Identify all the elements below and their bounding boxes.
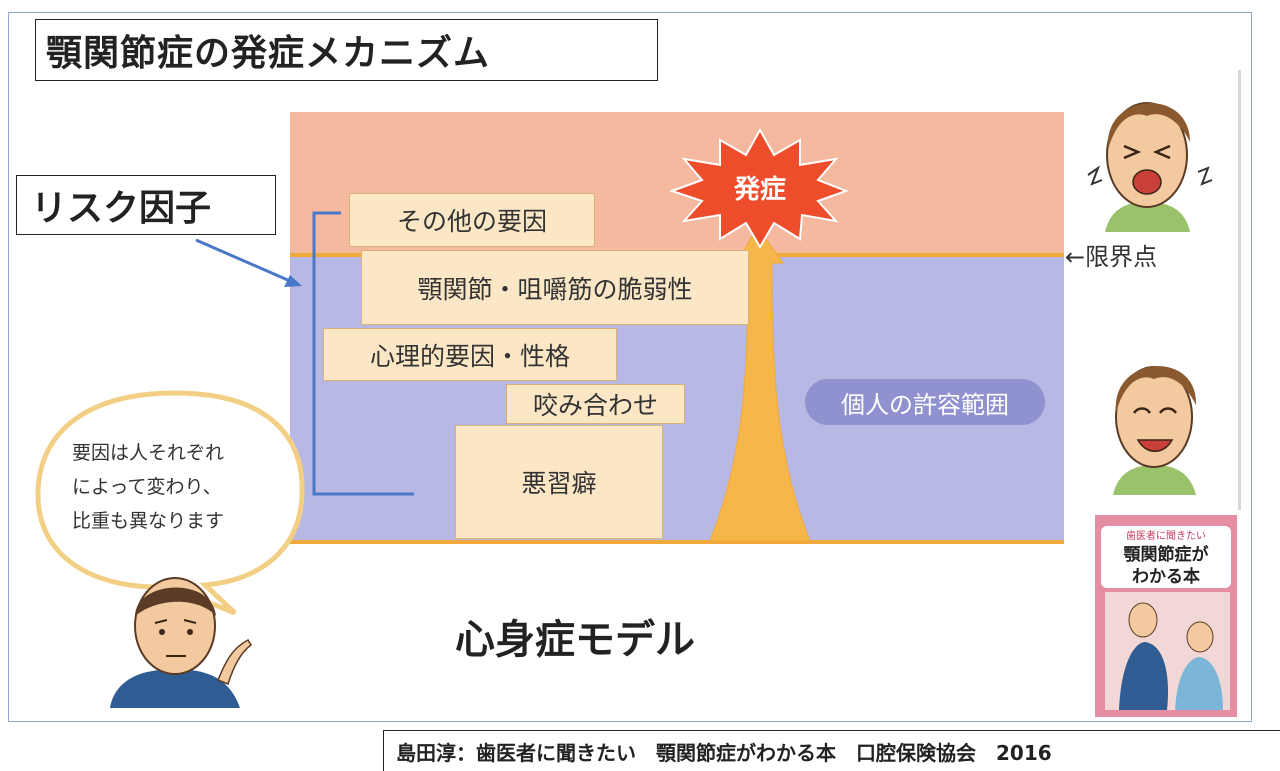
slide-frame	[8, 12, 1252, 722]
citation: 島田淳：歯医者に聞きたい 顎関節症がわかる本 口腔保険協会 2016	[383, 730, 1280, 771]
model-title: 心身症モデル	[455, 617, 695, 663]
doctor-illustration	[110, 577, 252, 708]
speech-line-1: 要因は人それぞれ	[72, 442, 225, 464]
factor-other: その他の要因	[349, 193, 595, 247]
base-line	[290, 540, 1064, 544]
factor-occlusion: 咬み合わせ	[506, 384, 685, 424]
speech-line-2: によって変わり、	[72, 476, 222, 498]
factor-bad-habits: 悪習癖	[455, 425, 663, 539]
pained-man-illustration	[1087, 102, 1213, 232]
book-title-line-2: 顎関節症が	[1123, 545, 1209, 565]
onset-arrow	[709, 226, 811, 542]
book-title-line-3: わかる本	[1132, 567, 1200, 587]
onset-label: 発症	[733, 174, 786, 205]
onset-burst-icon	[668, 127, 849, 249]
smiling-man-illustration	[1113, 366, 1197, 495]
onset-arrow-graphic: 発症	[668, 127, 849, 542]
right-guide-line	[1238, 70, 1241, 510]
limit-point-label: ←限界点	[1065, 243, 1158, 271]
factor-joint-muscle-fragility: 顎関節・咀嚼筋の脆弱性	[361, 250, 749, 325]
book-title-panel	[1101, 526, 1231, 588]
book-title-line-1: 歯医者に聞きたい	[1126, 531, 1206, 542]
tolerance-range-label: 個人の許容範囲	[805, 379, 1045, 425]
factor-psychological: 心理的要因・性格	[323, 328, 617, 381]
risk-factor-label: リスク因子	[16, 175, 276, 235]
speech-bubble-text: 要因は人それぞれ によって変わり、 比重も異なります	[72, 436, 302, 538]
speech-line-3: 比重も異なります	[72, 510, 225, 532]
slide-title: 顎関節症の発症メカニズム	[35, 19, 658, 81]
book-cover-illustration	[1105, 592, 1230, 710]
